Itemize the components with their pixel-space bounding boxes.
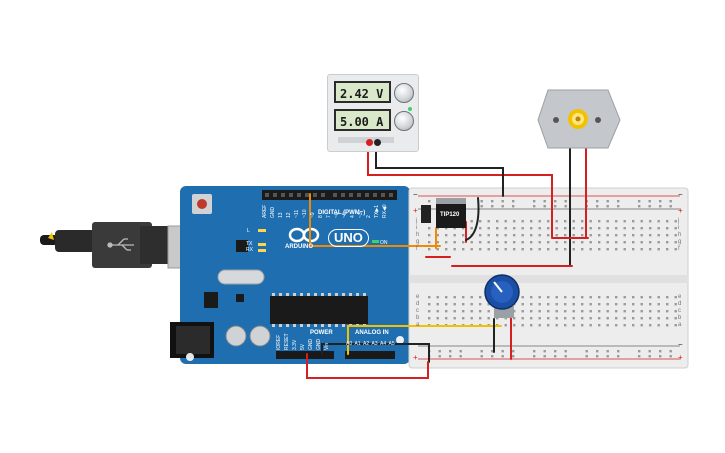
power-pin-label: GND [316,338,322,350]
rx-label: RX [246,247,253,253]
row-letter: e [678,294,682,300]
tip120-transistor[interactable] [421,198,466,228]
digital-pin-label: 4 [350,215,356,218]
arduino-brand-label: ARDUINO [285,244,313,250]
analog-pin-label: A0 [346,341,353,347]
row-letter: c [678,308,681,314]
digital-pin-label: TX▶1 [374,204,380,218]
digital-label: DIGITAL (PWM~) [318,210,366,216]
digital-pin-label: ~5 [342,212,348,218]
analog-pin-label: A4 [380,341,387,347]
bb-minus-right-top: − [678,190,683,199]
breadboard-holes[interactable] [428,200,677,358]
bb-plus-left-bottom: + [413,353,418,362]
digital-header [262,190,397,200]
row-letter: h [416,232,420,238]
digital-pin-label: RX◀0 [382,204,388,218]
current-display: 5.00 A [334,109,391,131]
row-letter: c [416,308,419,314]
l-led-label: L [247,228,250,234]
analog-pin-label: A3 [371,341,378,347]
row-letter: b [416,315,420,321]
power-pin-label: 3.3V [292,339,298,350]
digital-pin-label: 12 [286,212,292,218]
potentiometer-knob-indicator [493,281,503,293]
digital-pin-label: AREF [262,204,268,218]
row-letter: f [678,246,680,252]
current-knob[interactable] [394,111,414,131]
digital-pin-label: 2 [366,215,372,218]
row-letter: j [416,218,418,224]
psu-indicator-led [408,107,412,111]
bb-minus-right-bottom: − [678,340,683,349]
digital-pin-label: ~6 [334,212,340,218]
digital-pin-label: ~10 [302,209,308,218]
digital-pin-label: ~11 [294,209,300,218]
digital-pin-label: 8 [318,215,324,218]
reset-button[interactable] [192,194,212,214]
power-pin-label: RESET [284,333,290,350]
bb-plus-right-bottom: + [678,353,683,362]
digital-pin-label: GND [270,206,276,218]
potentiometer[interactable] [484,274,520,318]
row-letter: i [416,225,418,231]
row-letter: e [416,294,420,300]
atmega-chip [270,296,368,324]
digital-pin-label: 13 [278,212,284,218]
row-letter: h [678,232,682,238]
motor-rotor-icon [568,109,588,129]
analog-pin-label: A2 [363,341,370,347]
breadboard[interactable] [408,187,689,369]
row-letter: g [678,239,682,245]
voltage-knob[interactable] [394,83,414,103]
row-letter: a [678,322,682,328]
usb-icon [107,238,134,251]
row-letter: d [678,301,682,307]
analog-pin-label: A1 [354,341,361,347]
analog-in-label: ANALOG IN [355,330,389,336]
positive-terminal[interactable] [366,139,373,146]
power-pin-label: 5V [300,343,306,350]
transistor-label: TIP120 [440,212,460,218]
bb-minus-left-top: − [413,190,418,199]
bb-minus-left-bottom: − [413,340,418,349]
analog-header [345,351,395,359]
row-letter: b [678,315,682,321]
voltage-display: 2.42 V [334,81,391,103]
arduino-uno-board[interactable] [170,186,410,364]
power-header [276,351,334,359]
bb-plus-right-top: + [678,206,683,215]
on-label: ON [380,240,388,246]
row-letter: i [678,225,680,231]
digital-pin-label: ~9 [310,212,316,218]
analog-pin-label: A5 [388,341,395,347]
digital-pin-label: ~3 [358,212,364,218]
uno-badge: UNO [328,229,369,247]
row-letter: d [416,301,420,307]
row-letter: g [416,239,420,245]
digital-pin-label: 7 [326,215,332,218]
power-supply[interactable]: 2.42 V 5.00 A [327,74,419,152]
row-letter: j [678,218,680,224]
power-pin-label: GND [308,338,314,350]
bb-plus-left-top: + [413,206,418,215]
wires[interactable] [306,141,589,379]
power-pin-label: Vin [324,342,330,350]
usb-cable[interactable] [40,222,199,269]
power-pin-label: IOREF [276,334,282,350]
negative-terminal[interactable] [374,139,381,146]
tx-label: TX [246,241,253,247]
row-letter: f [416,246,418,252]
power-label: POWER [310,330,333,336]
row-letter: a [416,322,420,328]
dc-motor[interactable] [537,89,621,149]
